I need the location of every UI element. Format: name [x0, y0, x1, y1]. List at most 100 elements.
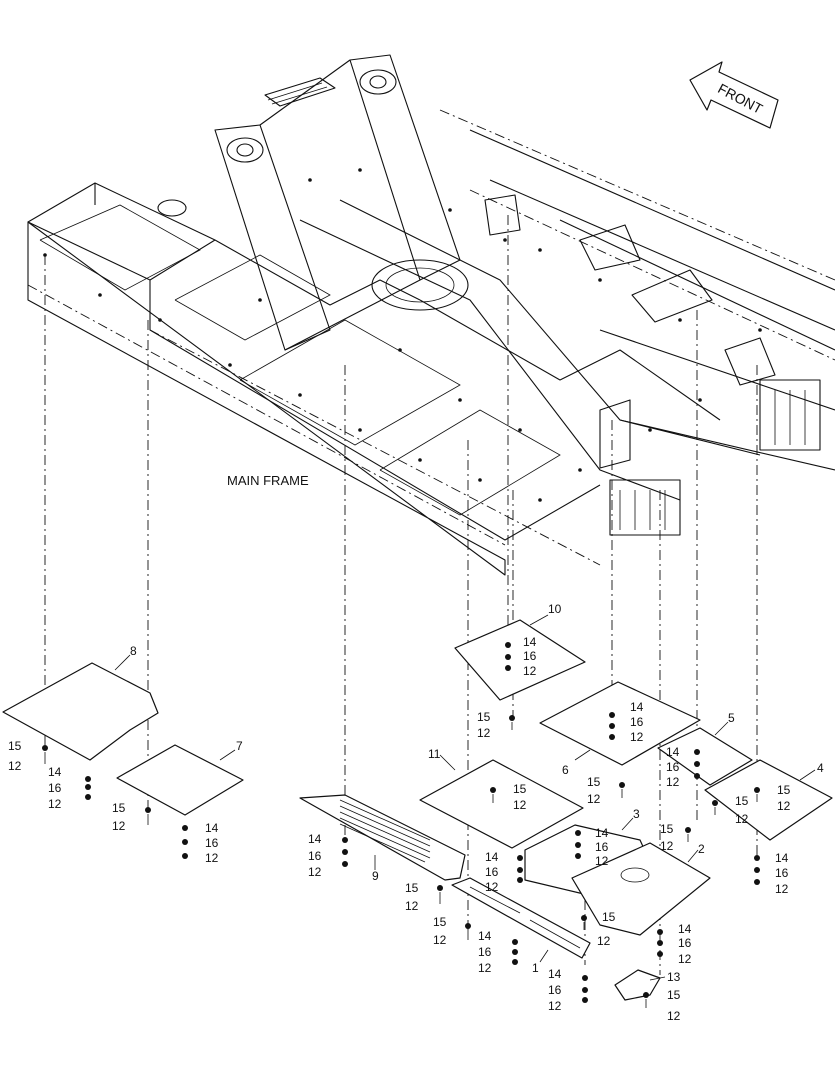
hardware-stack: 15 12 — [8, 739, 48, 773]
label-15: 15 — [433, 915, 447, 929]
callout-2: 2 — [698, 842, 705, 856]
label-14: 14 — [523, 635, 537, 649]
hardware-stack: 15 12 — [754, 783, 791, 813]
label-12: 12 — [8, 759, 22, 773]
label-15: 15 — [660, 822, 674, 836]
label-15: 15 — [587, 775, 601, 789]
label-12: 12 — [478, 961, 492, 975]
label-12: 12 — [48, 797, 62, 811]
label-14: 14 — [678, 922, 692, 936]
label-14: 14 — [485, 850, 499, 864]
hardware-stack: 15 12 — [405, 881, 443, 913]
label-12: 12 — [735, 812, 749, 826]
hardware-stack: 15 12 — [712, 794, 749, 826]
hardware-stack: 14 16 12 — [575, 826, 609, 868]
cover-plate-2 — [571, 842, 711, 936]
hardware-stack: 14 16 12 — [505, 635, 537, 678]
cover-plate-9 — [299, 794, 466, 881]
callouts: 8 7 10 11 6 5 4 3 2 9 1 13 — [114, 602, 824, 984]
label-14: 14 — [630, 700, 644, 714]
hardware-stack: 15 12 — [433, 915, 471, 947]
label-12: 12 — [485, 880, 499, 894]
label-16: 16 — [630, 715, 644, 729]
hardware-stack: 15 12 — [587, 775, 625, 806]
front-arrow-icon: FRONT — [689, 61, 779, 129]
label-15: 15 — [405, 881, 419, 895]
callout-4: 4 — [817, 761, 824, 775]
callout-11: 11 — [428, 747, 441, 761]
label-12: 12 — [595, 854, 609, 868]
hardware-stacks: 15 12 14 16 12 15 12 14 16 12 14 16 12 — [8, 635, 791, 1023]
label-12: 12 — [777, 799, 791, 813]
cover-plate-5 — [657, 727, 753, 786]
hardware-stack: 14 16 12 — [609, 700, 644, 744]
callout-10: 10 — [548, 602, 562, 616]
callout-3: 3 — [633, 807, 640, 821]
label-12: 12 — [678, 952, 692, 966]
cover-plate-13 — [614, 969, 661, 1001]
hardware-stack: 14 16 12 — [754, 851, 789, 896]
callout-1: 1 — [532, 961, 539, 975]
label-15: 15 — [8, 739, 22, 753]
label-14: 14 — [205, 821, 219, 835]
label-12: 12 — [308, 865, 322, 879]
label-14: 14 — [775, 851, 789, 865]
label-16: 16 — [308, 849, 322, 863]
hardware-stack: 15 12 — [660, 822, 691, 853]
hardware-stack: 15 12 — [490, 782, 527, 812]
label-14: 14 — [308, 832, 322, 846]
label-15: 15 — [667, 988, 681, 1002]
callout-6: 6 — [562, 763, 569, 777]
label-16: 16 — [485, 865, 499, 879]
label-16: 16 — [523, 649, 537, 663]
label-12: 12 — [587, 792, 601, 806]
callout-13: 13 — [667, 970, 681, 984]
callout-9: 9 — [372, 869, 379, 883]
label-16: 16 — [478, 945, 492, 959]
hardware-stack: 14 16 12 — [308, 832, 348, 879]
label-15: 15 — [735, 794, 749, 808]
label-16: 16 — [666, 760, 680, 774]
label-15: 15 — [777, 783, 791, 797]
callout-5: 5 — [728, 711, 735, 725]
label-12: 12 — [112, 819, 126, 833]
label-12: 12 — [667, 1009, 681, 1023]
main-frame-label: MAIN FRAME — [227, 473, 309, 488]
callout-7: 7 — [236, 739, 243, 753]
label-16: 16 — [205, 836, 219, 850]
label-15: 15 — [513, 782, 527, 796]
label-12: 12 — [405, 899, 419, 913]
hardware-stack: 15 12 — [643, 988, 681, 1023]
label-15: 15 — [112, 801, 126, 815]
hardware-stack: 14 16 12 — [657, 922, 692, 966]
hardware-stack: 14 16 12 — [666, 745, 700, 789]
label-16: 16 — [48, 781, 62, 795]
cover-plate-7 — [116, 744, 244, 816]
cover-plate-1 — [451, 877, 591, 959]
hardware-stack: 14 16 12 — [548, 967, 588, 1013]
label-14: 14 — [548, 967, 562, 981]
hardware-stack: 14 16 12 — [478, 929, 518, 975]
end-blocks — [609, 379, 821, 536]
label-12: 12 — [548, 999, 562, 1013]
label-12: 12 — [660, 839, 674, 853]
label-12: 12 — [666, 775, 680, 789]
label-16: 16 — [595, 840, 609, 854]
label-16: 16 — [775, 866, 789, 880]
label-14: 14 — [478, 929, 492, 943]
hardware-stack: 14 16 12 — [485, 850, 523, 894]
main-frame-drawing — [27, 54, 835, 576]
hardware-stack: 14 16 12 — [48, 765, 91, 811]
hardware-stack: 15 12 — [581, 910, 616, 948]
hardware-stack: 15 12 — [477, 710, 515, 740]
label-12: 12 — [205, 851, 219, 865]
label-14: 14 — [595, 826, 609, 840]
cover-plate-4 — [704, 759, 833, 841]
cover-plate-8 — [2, 662, 159, 761]
label-12: 12 — [523, 664, 537, 678]
callout-8: 8 — [130, 644, 137, 658]
label-15: 15 — [602, 910, 616, 924]
label-12: 12 — [477, 726, 491, 740]
label-12: 12 — [433, 933, 447, 947]
